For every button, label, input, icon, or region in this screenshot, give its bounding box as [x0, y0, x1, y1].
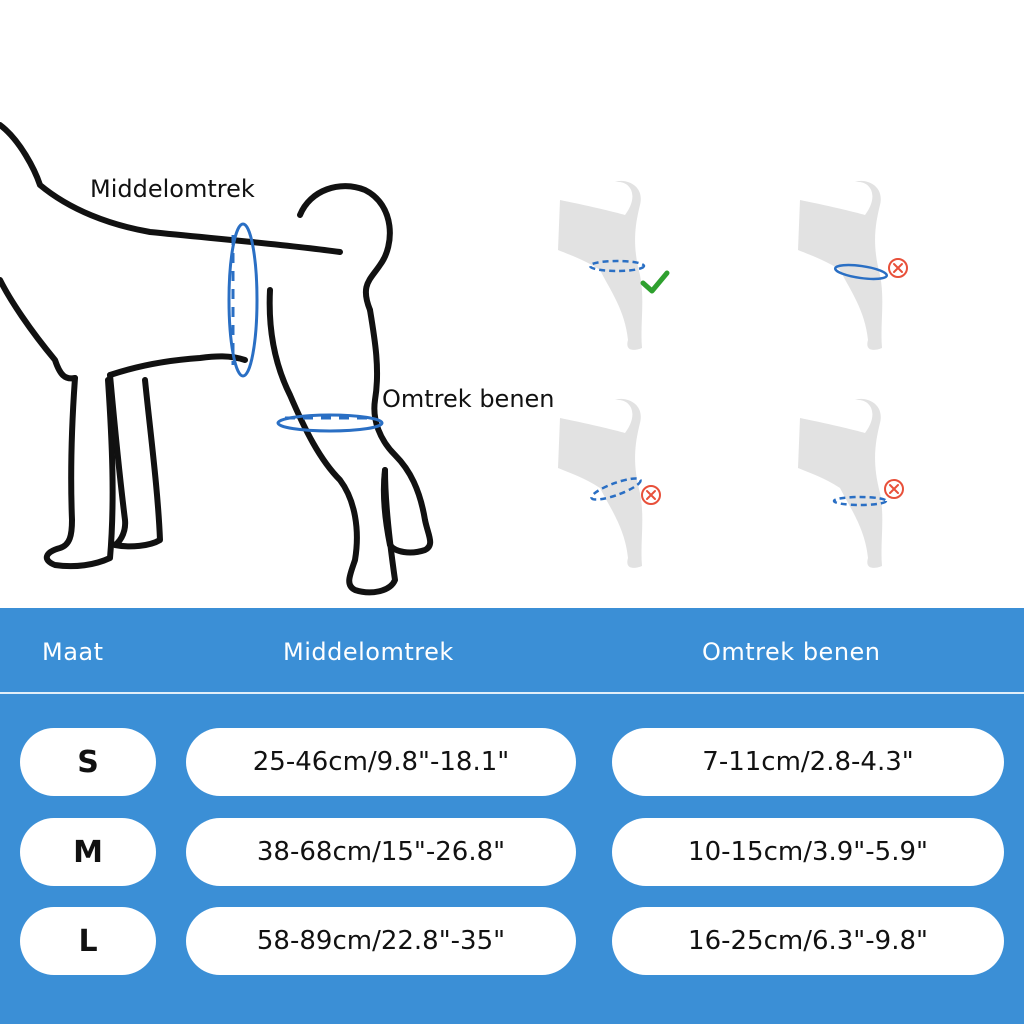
waist-measure-ring: [227, 222, 259, 378]
legs-cell: 7-11cm/2.8-4.3": [612, 728, 1004, 796]
check-icon: [640, 270, 670, 294]
legs-cell: 10-15cm/3.9"-5.9": [612, 818, 1004, 886]
dog-outline: [0, 122, 434, 596]
leg-measure-ring: [276, 413, 384, 433]
size-cell: S: [20, 728, 156, 796]
header-divider: [0, 692, 1024, 694]
silhouette-wrong-3: [798, 398, 888, 568]
waist-cell: 38-68cm/15"-26.8": [186, 818, 576, 886]
cross-icon: [641, 485, 661, 505]
size-cell: L: [20, 907, 156, 975]
waist-cell: 58-89cm/22.8"-35": [186, 907, 576, 975]
measurement-illustration: Middelomtrek Omtrek benen: [0, 122, 908, 596]
legs-cell: 16-25cm/6.3"-9.8": [612, 907, 1004, 975]
header-waist: Middelomtrek: [283, 638, 454, 666]
waist-label: Middelomtrek: [90, 175, 255, 203]
cross-icon: [884, 479, 904, 499]
silhouette-correct: [558, 180, 646, 350]
dog-outline-drawing: [0, 122, 908, 596]
size-table: Maat Middelomtrek Omtrek benen S 25-46cm…: [0, 608, 1024, 1024]
size-cell: M: [20, 818, 156, 886]
waist-cell: 25-46cm/9.8"-18.1": [186, 728, 576, 796]
header-legs: Omtrek benen: [702, 638, 881, 666]
header-size: Maat: [42, 638, 104, 666]
table-header: Maat Middelomtrek Omtrek benen: [0, 608, 1024, 692]
silhouette-wrong-1: [798, 180, 889, 350]
cross-icon: [888, 258, 908, 278]
silhouette-wrong-2: [558, 398, 643, 568]
legs-label: Omtrek benen: [382, 385, 555, 413]
